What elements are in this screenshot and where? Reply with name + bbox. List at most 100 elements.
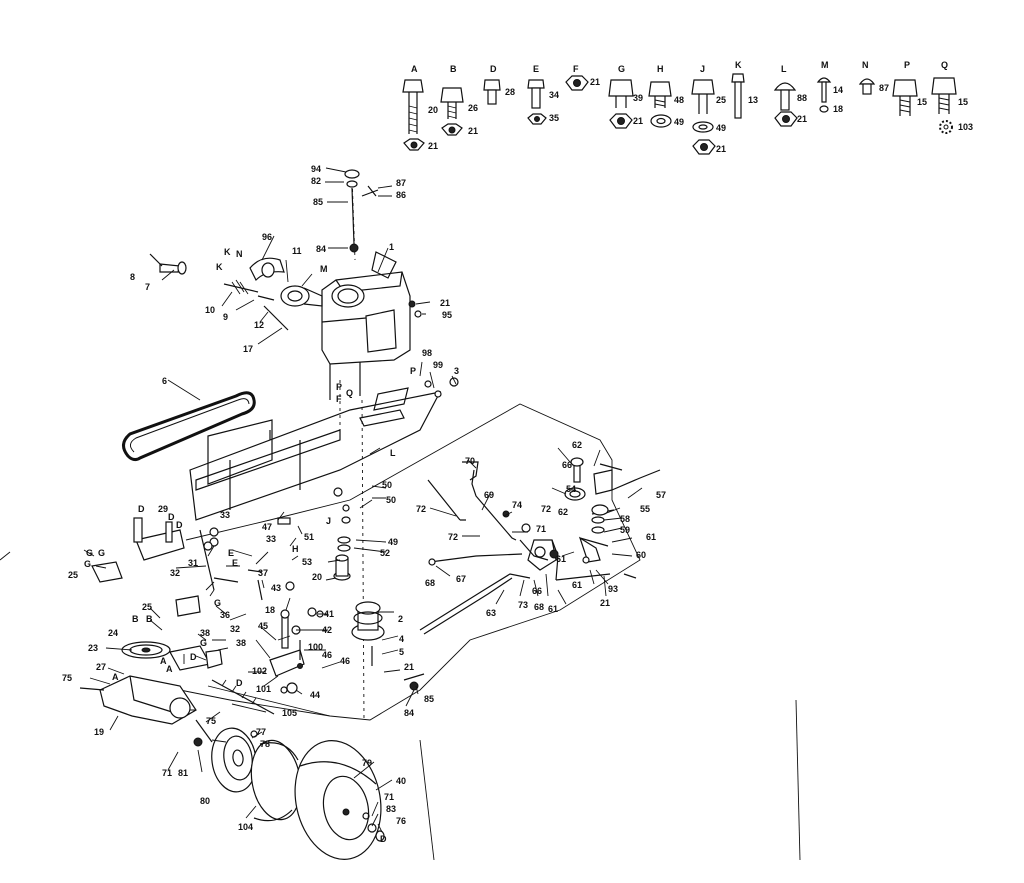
callout-25a: 25: [68, 570, 78, 580]
callout-46b: 46: [340, 656, 350, 666]
hw-E-part-1: 34: [549, 90, 559, 100]
callout-49: 49: [388, 537, 398, 547]
engine-pulley: [280, 285, 323, 307]
callout-33a: 33: [220, 510, 230, 520]
callout-75b: 75: [206, 716, 216, 726]
bolt-A-icon: [402, 79, 424, 134]
bolt-B-icon: [440, 87, 464, 119]
ref-letter-M1: M: [320, 264, 328, 274]
ref-letter-A2: A: [166, 664, 173, 674]
callout-33b: 33: [266, 534, 276, 544]
hw-A-part-2: 21: [428, 141, 438, 151]
callout-9: 9: [223, 312, 228, 322]
callout-63: 63: [486, 608, 496, 618]
wheel-fasteners: [193, 730, 385, 842]
nut-F-icon: [565, 75, 589, 91]
mid-pulley: [333, 516, 351, 581]
hw-H-part-1: 48: [674, 95, 684, 105]
ref-letter-G4: G: [214, 598, 221, 608]
callout-59: 59: [620, 525, 630, 535]
callout-95: 95: [442, 310, 452, 320]
bolt-J-icon: [691, 79, 715, 114]
callout-82: 82: [311, 176, 321, 186]
hw-letter-A: A: [411, 64, 418, 74]
scan-mark-left: [0, 551, 11, 561]
callout-81: 81: [178, 768, 188, 778]
callout-61c: 61: [646, 532, 656, 542]
ref-letter-D4: D: [190, 652, 197, 662]
control-bracket: [527, 457, 613, 571]
callout-87: 87: [396, 178, 406, 188]
hw-P-part-1: 15: [917, 97, 927, 107]
callout-99: 99: [433, 360, 443, 370]
ref-letter-F1: F: [336, 394, 342, 404]
hw-letter-P: P: [904, 60, 910, 70]
hw-E-part-2: 35: [549, 113, 559, 123]
ref-letter-E2: E: [232, 558, 238, 568]
hw-M-part-1: 14: [833, 85, 843, 95]
callout-38b: 38: [236, 638, 246, 648]
nut-L-icon: [774, 111, 798, 127]
nut-E-icon: [527, 113, 547, 125]
lower-pulley: [351, 601, 385, 666]
callout-86: 86: [396, 190, 406, 200]
hw-Q-part-2: 103: [958, 122, 973, 132]
callout-71b: 71: [162, 768, 172, 778]
callout-71a: 71: [536, 524, 546, 534]
callout-3: 3: [454, 366, 459, 376]
callout-8: 8: [130, 272, 135, 282]
nut-B-icon: [441, 123, 463, 136]
callout-70: 70: [465, 456, 475, 466]
ref-letter-D6: D: [380, 834, 387, 844]
ref-letter-H1: H: [292, 544, 299, 554]
washer-J-icon: [692, 121, 714, 133]
transaxle: [79, 641, 275, 743]
callout-68b: 68: [534, 602, 544, 612]
callout-50a: 50: [382, 480, 392, 490]
callout-83: 83: [386, 804, 396, 814]
hw-letter-L: L: [781, 64, 787, 74]
callout-94: 94: [311, 164, 321, 174]
reference-letters: P F Q K N K M P L D D D E E H J G G G G …: [84, 247, 416, 844]
hw-B-part-1: 26: [468, 103, 478, 113]
hw-letter-H: H: [657, 64, 664, 74]
bolt-L-icon: [773, 82, 797, 111]
ref-letter-G5: G: [200, 638, 207, 648]
ref-letter-D5: D: [236, 678, 243, 688]
hw-G-part-1: 39: [633, 93, 643, 103]
callout-72c: 72: [541, 504, 551, 514]
callout-17: 17: [243, 344, 253, 354]
ref-letter-P1: P: [336, 382, 342, 392]
callout-52: 52: [380, 548, 390, 558]
ref-letter-K2: K: [216, 262, 223, 272]
hw-letter-G: G: [618, 64, 625, 74]
hw-J-part-1: 25: [716, 95, 726, 105]
nut-A-icon: [403, 138, 425, 151]
callout-67: 67: [456, 574, 466, 584]
callout-84b: 84: [404, 708, 414, 718]
callout-60: 60: [636, 550, 646, 560]
callout-66: 66: [562, 460, 572, 470]
hw-letter-M: M: [821, 60, 829, 70]
callout-100: 100: [308, 642, 323, 652]
callout-2: 2: [398, 614, 403, 624]
bolt-E-icon: [527, 79, 545, 109]
callout-57: 57: [656, 490, 666, 500]
callout-42: 42: [322, 625, 332, 635]
callout-10: 10: [205, 305, 215, 315]
callout-41: 41: [324, 609, 334, 619]
callout-5: 5: [399, 647, 404, 657]
ref-letter-G2: G: [98, 548, 105, 558]
main-assembly: 94 82 87 86 85 84 1 96 11 8 7 10 9 12 17…: [0, 164, 801, 861]
frame-outline: [179, 403, 641, 721]
bolt-H-icon: [648, 81, 672, 108]
ref-letter-J1: J: [326, 516, 331, 526]
bolt-P-icon: [892, 79, 918, 116]
hardware-key: A 20 21 B 26 21 D 28 E 34: [402, 60, 973, 155]
callout-72b: 72: [448, 532, 458, 542]
rear-tire: [250, 739, 302, 822]
hw-Q-part-1: 15: [958, 97, 968, 107]
callout-61a: 61: [556, 554, 566, 564]
hw-letter-N: N: [862, 60, 869, 70]
ref-letter-D3: D: [176, 520, 183, 530]
